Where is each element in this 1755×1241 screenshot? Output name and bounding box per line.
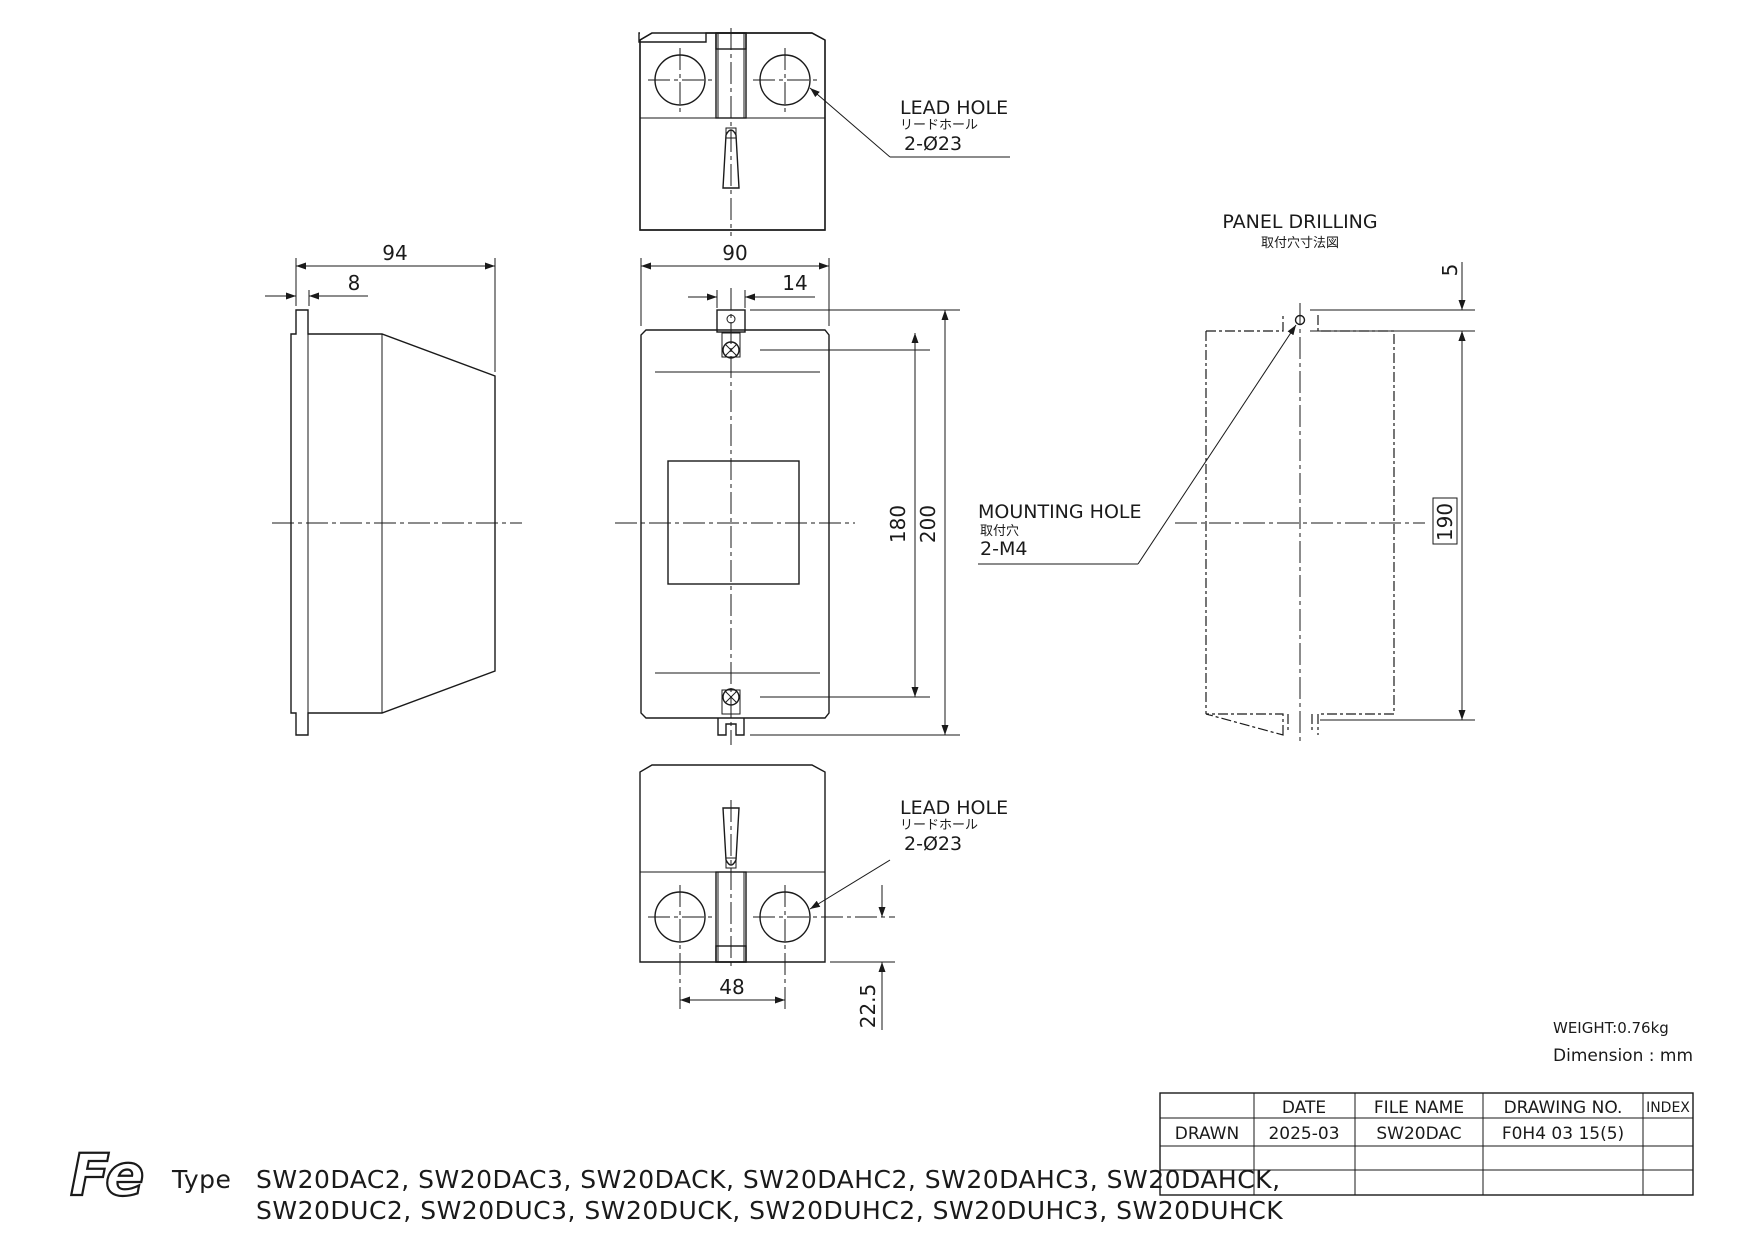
title-block: DATE FILE NAME DRAWING NO. INDEX DRAWN 2… [1159, 1092, 1694, 1196]
models-line-2: SW20DUC2, SW20DUC3, SW20DUCK, SW20DUHC2,… [256, 1196, 1283, 1225]
panel-drilling-view: PANEL DRILLING 取付穴寸法図 5 190 [1175, 211, 1475, 745]
mounting-hole-callout: MOUNTING HOLE 取付穴 2-M4 [978, 324, 1297, 565]
weight-note: WEIGHT:0.76kg [1553, 1019, 1669, 1037]
mounting-hole-jp: 取付穴 [980, 524, 1019, 539]
top-lead-hole-jp: リードホール [900, 118, 978, 133]
title-drawing-no: F0H4 03 15(5) [1502, 1124, 1624, 1144]
panel-drilling-title-jp: 取付穴寸法図 [1261, 236, 1339, 251]
dim-body-height: 180 [886, 505, 910, 543]
top-view: LEAD HOLE リードホール 2-Ø23 [638, 28, 1010, 236]
dim-hole-height: 22.5 [856, 984, 880, 1029]
dim-flange: 8 [348, 271, 361, 295]
bottom-lead-hole-spec: 2-Ø23 [904, 833, 962, 855]
panel-dim-pitch: 190 [1433, 503, 1457, 541]
dim-depth: 94 [382, 241, 407, 265]
logo-text: Fe [70, 1141, 144, 1209]
dim-tab: 14 [782, 271, 807, 295]
panel-dim-offset: 5 [1438, 264, 1462, 277]
title-header-file-name: FILE NAME [1374, 1098, 1464, 1118]
dim-hole-pitch: 48 [719, 975, 744, 999]
bottom-lead-hole-jp: リードホール [900, 818, 978, 833]
bottom-view: LEAD HOLE リードホール 2-Ø23 48 22.5 [639, 764, 1008, 1030]
panel-drilling-title: PANEL DRILLING [1222, 211, 1377, 233]
mounting-hole-label: MOUNTING HOLE [978, 501, 1142, 523]
title-header-date: DATE [1282, 1098, 1326, 1118]
top-lead-hole-label: LEAD HOLE [900, 97, 1008, 119]
title-date: 2025-03 [1268, 1124, 1339, 1144]
bottom-lead-hole-label: LEAD HOLE [900, 797, 1008, 819]
title-row-label: DRAWN [1175, 1124, 1239, 1144]
models-line-1: SW20DAC2, SW20DAC3, SW20DACK, SW20DAHC2,… [256, 1165, 1281, 1194]
mounting-hole-spec: 2-M4 [980, 538, 1027, 560]
type-label: Type [171, 1165, 231, 1194]
side-view: 94 8 [265, 241, 522, 736]
dim-width: 90 [722, 241, 747, 265]
front-view: 90 14 180 200 [615, 241, 960, 745]
dim-total-height: 200 [916, 505, 940, 543]
dimension-note: Dimension : mm [1553, 1046, 1693, 1066]
title-header-drawing-no: DRAWING NO. [1504, 1098, 1623, 1118]
title-file-name: SW20DAC [1376, 1124, 1461, 1144]
fe-logo-icon: Fe [69, 1140, 146, 1210]
top-lead-hole-spec: 2-Ø23 [904, 133, 962, 155]
title-header-index: INDEX [1646, 1100, 1690, 1116]
